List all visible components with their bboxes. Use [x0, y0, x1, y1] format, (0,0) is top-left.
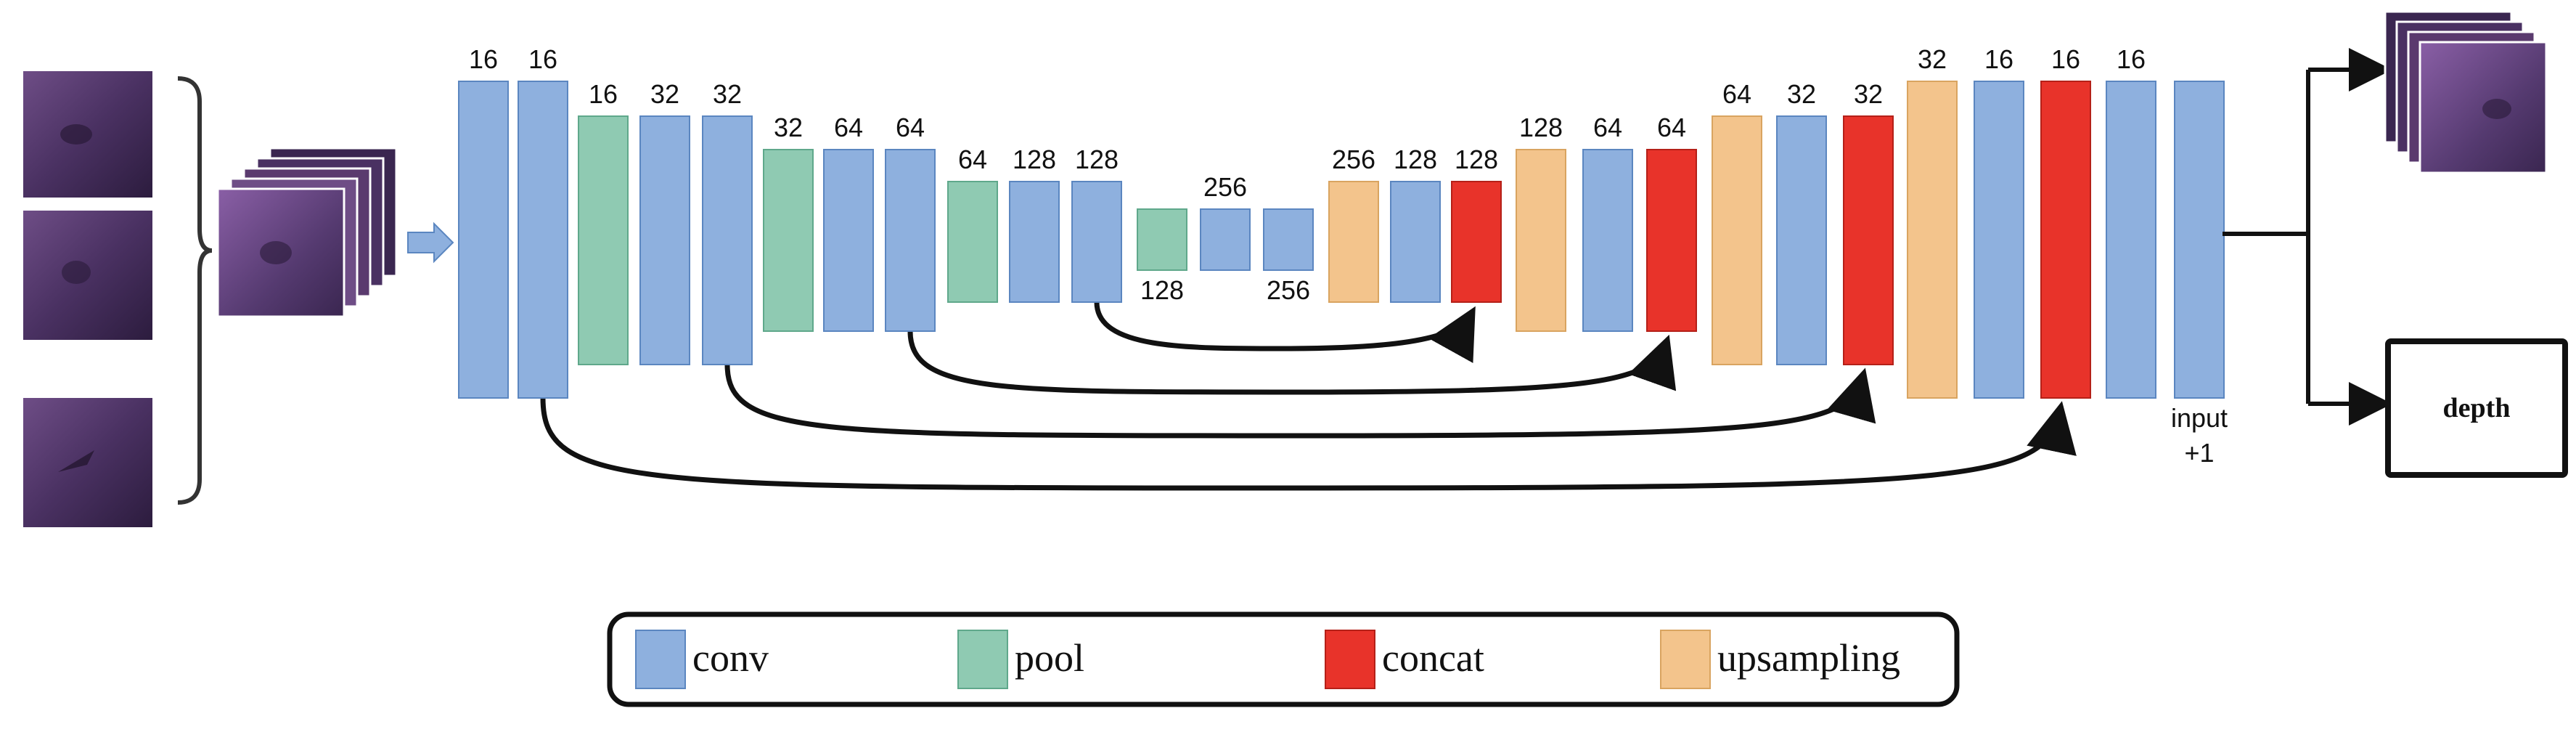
block-channel-label: 256 [1267, 275, 1310, 305]
upsampling-block [1907, 81, 1958, 399]
block-channel-label: 128 [1140, 275, 1184, 305]
input-arrow [407, 221, 454, 264]
conv-block [2106, 81, 2156, 399]
block-channel-label: 32 [1854, 79, 1883, 109]
block-channel-label: 32 [1918, 44, 1947, 74]
conv-block [1776, 115, 1827, 365]
block-channel-label: input [2171, 403, 2228, 433]
block-channel-label: 16 [2117, 44, 2146, 74]
conv-block [1009, 181, 1060, 303]
legend-label-concat: concat [1382, 636, 1484, 680]
block-channel-label: 64 [1657, 113, 1686, 142]
block-channel-label: 64 [958, 145, 987, 174]
conv-block [518, 81, 568, 399]
block-channel-label: 16 [1984, 44, 2013, 74]
pool-block [947, 181, 998, 303]
block-channel-label: 16 [589, 79, 618, 109]
upsampling-block [1516, 149, 1566, 332]
input-image-2-feature [62, 261, 91, 284]
output-branch [2223, 48, 2392, 426]
concat-block [1843, 115, 1894, 365]
concat-block [1646, 149, 1697, 332]
block-channel-label: 256 [1203, 172, 1247, 202]
conv-block [1390, 181, 1441, 303]
output-stacked-images [2384, 10, 2548, 174]
legend-swatch-concat [1325, 630, 1375, 689]
conv-block [1071, 181, 1122, 303]
legend: conv pool concat upsampling [635, 630, 1900, 689]
depth-output-label: depth [2443, 393, 2511, 423]
legend-swatch-conv [635, 630, 686, 689]
block-channel-label: 64 [834, 113, 863, 142]
legend-swatch-upsampling [1660, 630, 1711, 689]
conv-block [1582, 149, 1633, 332]
skip-connections [540, 301, 2077, 491]
skip-connection-arrow [1094, 301, 1476, 363]
block-channel-label: 32 [1787, 79, 1816, 109]
block-channel-label: 16 [469, 44, 498, 74]
stacked-input-images [216, 147, 398, 318]
input-images [23, 71, 152, 527]
legend-swatch-pool [957, 630, 1008, 689]
block-channel-label: 16 [528, 44, 557, 74]
block-channel-label: 32 [713, 79, 742, 109]
block-channel-label: 128 [1013, 145, 1056, 174]
depth-output-box [2385, 338, 2568, 478]
legend-label-pool: pool [1015, 636, 1084, 680]
block-channel-label: 128 [1455, 145, 1498, 174]
legend-label-conv: conv [692, 636, 769, 680]
block-channel-label: 64 [1722, 79, 1751, 109]
skip-connection-arrow [724, 364, 1876, 439]
upsampling-block [1328, 181, 1379, 303]
skip-connection-arrow [540, 397, 2077, 491]
conv-block [458, 81, 509, 399]
legend-box [607, 611, 1960, 707]
block-channel-label: 16 [2051, 44, 2080, 74]
skip-connection-arrow [907, 330, 1677, 395]
concat-block [2040, 81, 2091, 399]
input-image-3-feature [58, 450, 94, 472]
conv-block [1974, 81, 2024, 399]
input-image-1-feature [60, 124, 92, 145]
layer-blocks: 16 16 16 32 32 32 64 64 64 128 128 128 256 256 256 128 1… [458, 44, 2228, 468]
input-brace [177, 76, 213, 505]
block-channel-label: 32 [650, 79, 679, 109]
block-channel-label: 32 [774, 113, 803, 142]
block-channel-label: 256 [1332, 145, 1375, 174]
conv-block [1263, 208, 1314, 271]
upsampling-block [1712, 115, 1762, 365]
pool-block [763, 149, 814, 332]
pool-block [578, 115, 629, 365]
concat-block [1451, 181, 1502, 303]
pool-block [1137, 208, 1187, 271]
conv-block [823, 149, 874, 332]
conv-block [885, 149, 936, 332]
block-channel-label: +1 [2184, 438, 2214, 468]
block-channel-label: 128 [1519, 113, 1563, 142]
block-channel-label: 64 [896, 113, 925, 142]
block-channel-label: 64 [1593, 113, 1622, 142]
block-channel-label: 128 [1394, 145, 1437, 174]
conv-block [702, 115, 753, 365]
conv-block [2174, 81, 2225, 399]
conv-block [1200, 208, 1251, 271]
legend-label-upsampling: upsampling [1717, 636, 1900, 680]
block-channel-label: 128 [1075, 145, 1119, 174]
conv-block [639, 115, 690, 365]
